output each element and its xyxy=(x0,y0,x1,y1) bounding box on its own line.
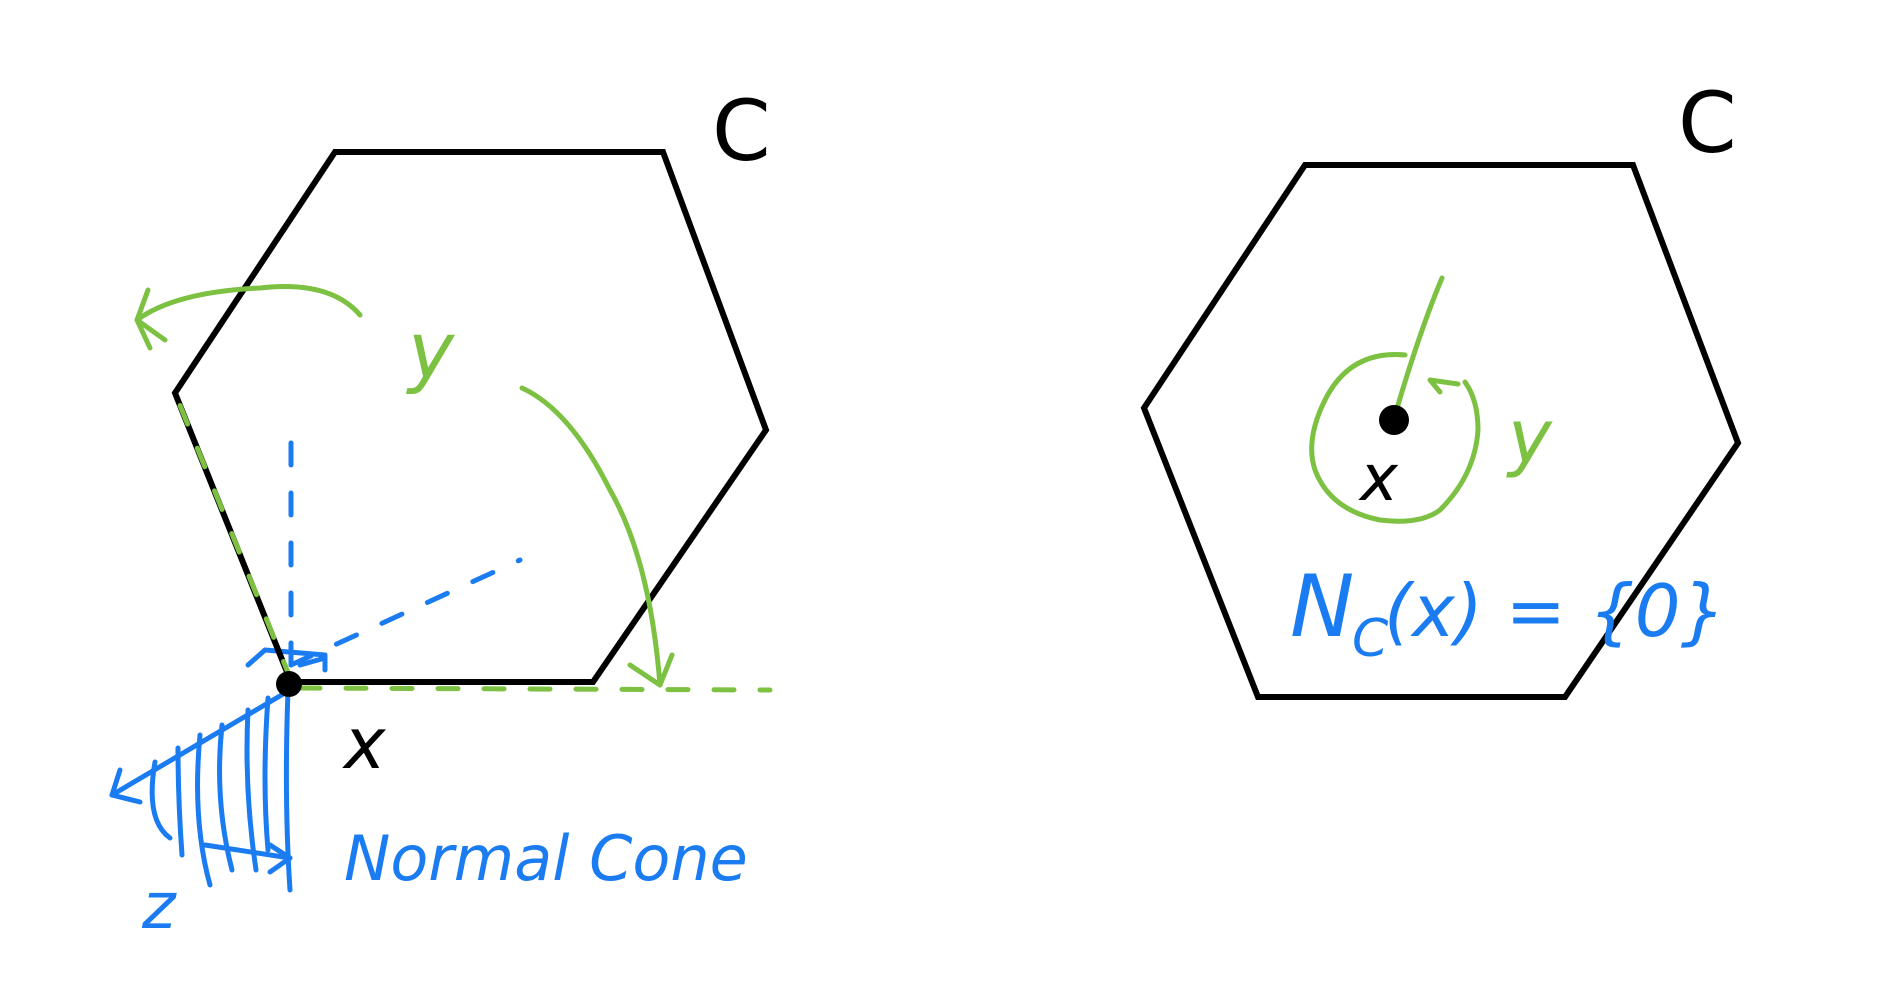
hexagon-set-c xyxy=(1140,162,1742,700)
z-arrow-head xyxy=(267,842,293,875)
right-angle-mark xyxy=(245,647,328,673)
direction-ray xyxy=(1392,275,1445,418)
right-angle-mark xyxy=(297,655,328,668)
tangent-dashed-edge xyxy=(172,390,294,683)
equation-body: (x) = {0} xyxy=(1384,569,1726,653)
cone-hatch-line xyxy=(195,732,213,888)
hexagon-set-c xyxy=(171,149,770,685)
cone-arrowhead xyxy=(109,792,143,805)
normal-cone-caption: Normal Cone xyxy=(344,822,748,895)
direction-arrowhead xyxy=(1427,377,1461,395)
direction-label-y: y xyxy=(406,307,456,397)
normal-cone-equation: N C (x) = {0} xyxy=(1290,557,1726,669)
tangent-dashed-horizontal xyxy=(297,685,773,693)
cone-hatch-line xyxy=(149,759,173,841)
cone-arrowhead xyxy=(109,767,123,798)
point-x-dot xyxy=(276,671,302,697)
rotation-arrowhead-upper xyxy=(134,287,168,351)
cone-vector-label-z: z xyxy=(141,870,177,944)
cone-hatch-line xyxy=(244,707,259,873)
cone-hatch-line xyxy=(217,722,235,873)
normal-dashed-diagonal xyxy=(288,557,523,668)
direction-circle xyxy=(1309,352,1481,524)
rotation-arrowhead-lower xyxy=(627,652,675,688)
z-arrow-shaft xyxy=(202,842,293,861)
point-label-x: x xyxy=(342,703,386,785)
direction-label-y: y xyxy=(1506,394,1553,480)
point-x-dot xyxy=(1379,405,1409,435)
cone-vertical-edge xyxy=(283,687,293,893)
equation-subscript: C xyxy=(1352,609,1389,669)
equation-symbol: N xyxy=(1290,557,1354,657)
rotation-arrow-upper xyxy=(134,284,363,323)
point-label-x: x xyxy=(1358,442,1399,516)
normal-cone-hatching xyxy=(109,647,328,893)
left-panel: C y x z Normal Cone xyxy=(109,82,773,944)
cone-hatch-line xyxy=(262,695,271,853)
set-label-c: C xyxy=(1678,74,1737,172)
rotation-arrow-lower xyxy=(519,385,663,688)
right-panel: C y x N C (x) = {0} xyxy=(1140,74,1742,700)
set-label-c: C xyxy=(712,82,771,180)
cone-hatch-line xyxy=(175,745,185,858)
